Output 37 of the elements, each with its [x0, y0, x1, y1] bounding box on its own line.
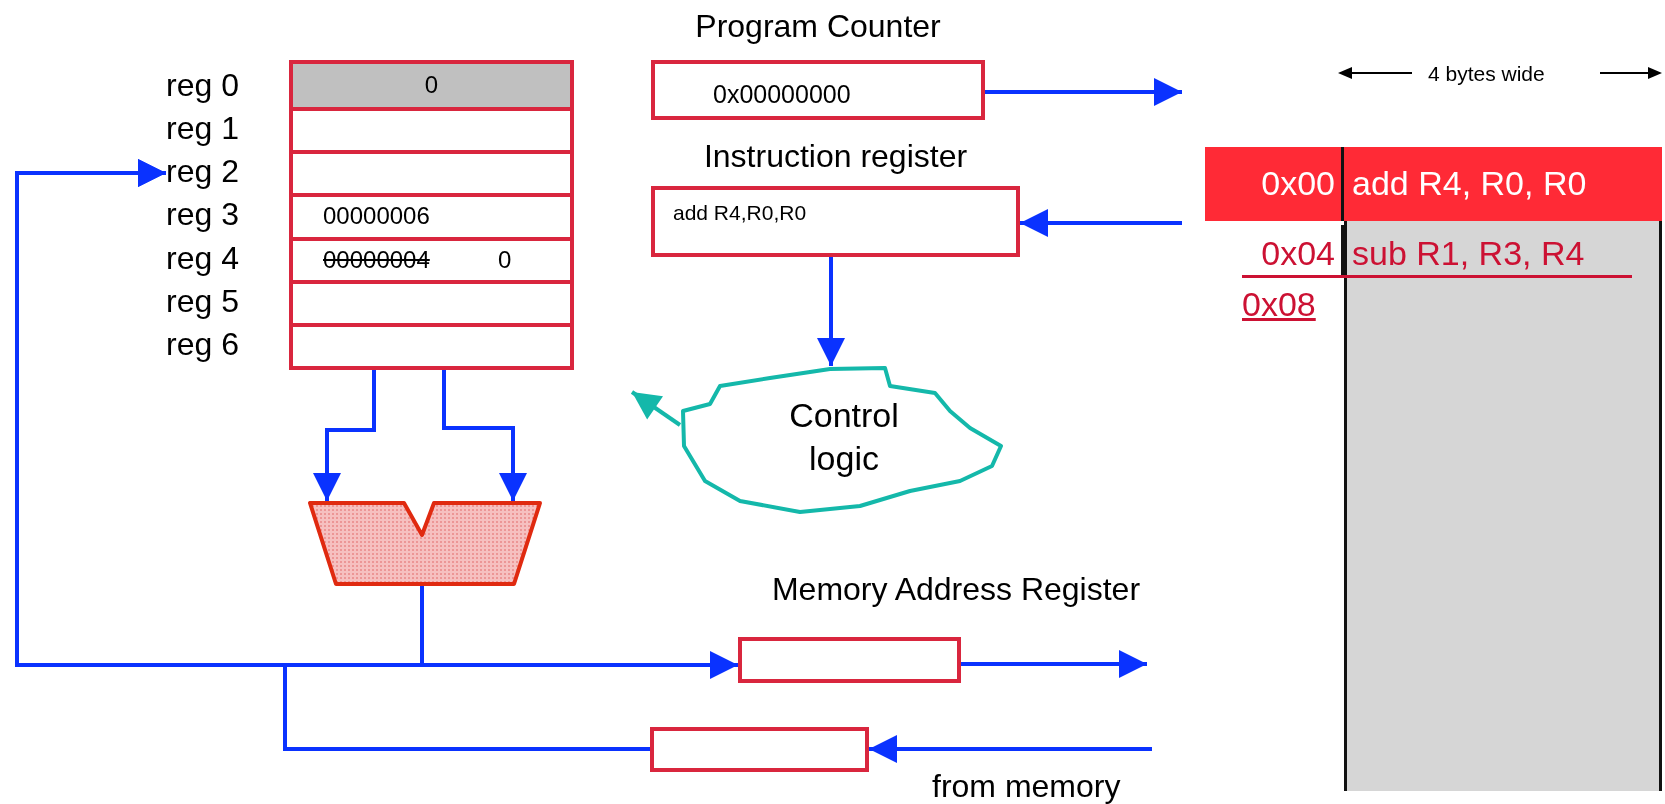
memory-row	[1205, 147, 1662, 221]
arrow	[442, 370, 527, 501]
register-title: Memory Address Register	[770, 573, 1142, 605]
memory-row	[1242, 225, 1632, 278]
register-row	[293, 64, 570, 107]
arrow	[630, 390, 682, 427]
register-label: reg 5	[166, 284, 239, 317]
instruction-text: add R4, R0, R0	[1352, 166, 1587, 200]
arrow	[961, 650, 1147, 678]
register-value: 00000006	[323, 204, 430, 228]
arrow	[817, 257, 845, 366]
register-value: 0	[423, 73, 440, 97]
memory-address: 0x00	[1205, 147, 1344, 221]
register-file	[289, 60, 574, 370]
register-value: add R4,R0,R0	[673, 202, 807, 223]
address-label: 0x08	[1242, 287, 1316, 321]
memory-address: 0x04	[1242, 225, 1344, 275]
register-value: 0	[498, 248, 512, 272]
register-value: 00000004	[323, 248, 430, 272]
register-label: reg 3	[166, 198, 239, 231]
arrow	[15, 159, 650, 751]
register-title: Instruction register	[702, 140, 969, 172]
instruction-text: sub R1, R3, R4	[1352, 236, 1585, 270]
arrow	[869, 735, 1152, 763]
register-label: reg 4	[166, 241, 239, 274]
arrow	[985, 78, 1182, 106]
arrow	[420, 586, 738, 679]
register-title: Program Counter	[694, 10, 942, 42]
arrow	[1020, 209, 1182, 237]
register-label: reg 1	[166, 112, 239, 145]
register-label: reg 2	[166, 155, 239, 188]
register-label: reg 6	[166, 327, 239, 360]
register-label: reg 0	[166, 69, 239, 101]
cloud-label: Control logic	[788, 395, 900, 479]
dimension-label: 4 bytes wide	[1428, 63, 1545, 84]
register-value: 0x00000000	[713, 82, 851, 107]
arrow	[313, 370, 376, 501]
